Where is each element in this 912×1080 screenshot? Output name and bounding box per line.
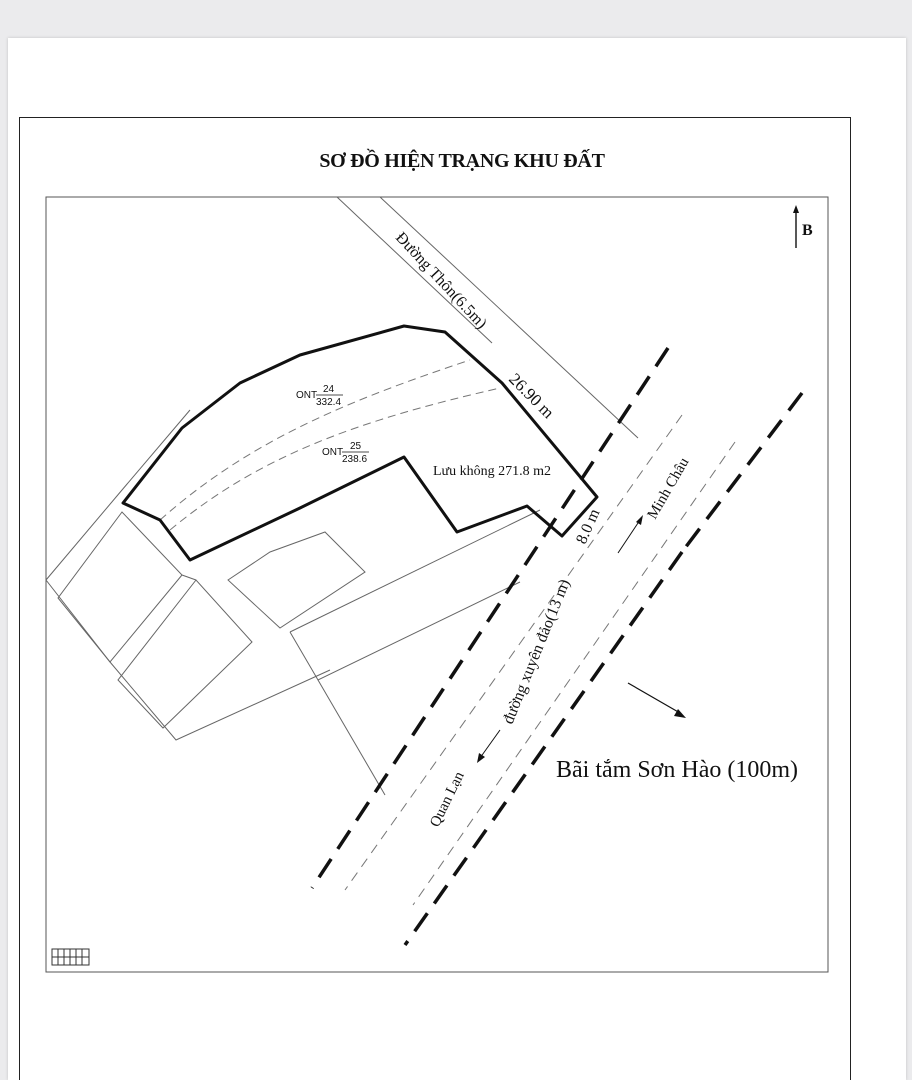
parcel-24-number: 24 [323,384,335,395]
parcel-24-label: ONT 24 332.4 [296,384,343,408]
setback-divider [402,456,459,533]
arrow-to-minh-chau-icon [617,515,643,554]
island-road-edges [310,347,804,947]
diagram-title: SƠ ĐỒ HIỆN TRẠNG KHU ĐẤT [319,150,605,172]
scale-bar-icon [51,948,90,966]
setback-label: Lưu không 271.8 m2 [433,464,551,479]
main-plot-outline [121,324,599,562]
quan-lan-label: Quan Lạn [427,769,468,830]
arrow-to-quan-lan-icon [477,729,501,763]
village-road [336,196,639,439]
parcel-24-code: ONT [296,390,317,401]
map-border [45,196,829,973]
parcel-25-number: 25 [350,441,362,452]
parcel-dashed-lines [159,359,501,531]
minh-chau-label: Minh Châu [645,455,693,522]
parcel-24-area: 332.4 [316,397,341,408]
beach-label: Bãi tắm Sơn Hào (100m) [556,757,798,783]
north-label: B [802,222,813,239]
parcel-25-label: ONT 25 238.6 [322,441,369,465]
north-arrow-icon [793,205,799,248]
parcel-25-area: 238.6 [342,454,367,465]
page-sheet [8,38,906,1080]
parcel-25-code: ONT [322,447,343,458]
island-road-lanes [344,414,736,906]
surrounding-parcels [45,409,541,796]
drawing-frame [19,117,851,1080]
road-width-label: 8.0 m [573,506,604,547]
island-road-label: đường xuyên đảo(13 m) [500,577,574,727]
village-road-label: Đường Thôn(6.5m) [392,229,490,332]
arrow-to-beach-icon [627,682,686,718]
